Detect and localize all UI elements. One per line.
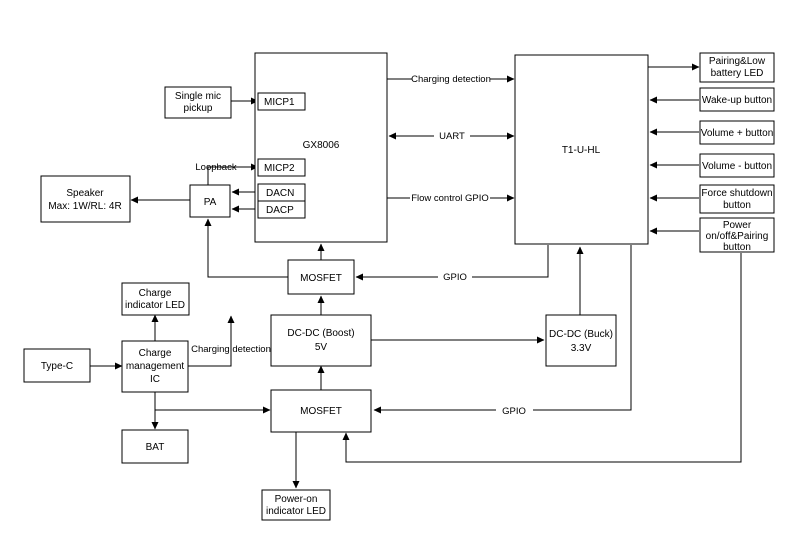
charge-led-line-2: indicator LED xyxy=(125,300,185,311)
charging-detection-left-arrow xyxy=(188,315,235,367)
vol-plus-button-block: Volume + button xyxy=(699,120,775,145)
force-shutdown-line-1: Force shutdown xyxy=(701,188,772,199)
boost-block: DC-DC (Boost) 5V xyxy=(270,314,372,367)
connection-labels: Charging detection UART Flow control GPI… xyxy=(191,74,526,417)
pairing-led-line-2: battery LED xyxy=(711,68,764,79)
pa-label: PA xyxy=(204,197,217,208)
power-button-block: Power on/off&Pairing button xyxy=(699,217,775,253)
single-mic-line-2: pickup xyxy=(184,103,213,114)
power-btn-line-3: button xyxy=(723,242,751,253)
t1-block: T1-U-HL xyxy=(514,54,649,245)
charge-ic-line-2: management xyxy=(126,361,185,372)
vol-plus-label: Volume + button xyxy=(701,128,774,139)
vol-minus-button-block: Volume - button xyxy=(699,153,775,178)
loopback-arrow xyxy=(207,163,259,185)
charge-led-line-1: Charge xyxy=(139,288,172,299)
uart-label: UART xyxy=(439,131,465,142)
single-mic-block: Single mic pickup xyxy=(164,86,232,119)
power-btn-line-1: Power xyxy=(723,220,752,231)
dacn-label: DACN xyxy=(266,188,294,199)
bat-block: BAT xyxy=(121,429,189,464)
bat-label: BAT xyxy=(146,442,165,453)
speaker-line-2: Max: 1W/RL: 4R xyxy=(48,201,121,212)
charge-ic-line-3: IC xyxy=(150,374,160,385)
charging-detection-top-label: Charging detection xyxy=(411,74,491,85)
pairing-led-block: Pairing&Low battery LED xyxy=(699,52,775,83)
vol-minus-label: Volume - button xyxy=(702,161,772,172)
gpio-bottom-label: GPIO xyxy=(502,406,526,417)
force-shutdown-button-block: Force shutdown button xyxy=(699,184,775,214)
mosfet-bottom-label: MOSFET xyxy=(300,406,342,417)
flow-control-label: Flow control GPIO xyxy=(411,193,489,204)
dacn-pin: DACN xyxy=(257,183,306,202)
loopback-label: Loopback xyxy=(195,162,236,173)
gpio-bottom-line-a xyxy=(533,245,632,411)
charge-ic-line-1: Charge xyxy=(139,348,172,359)
wakeup-button-block: Wake-up button xyxy=(699,87,775,112)
speaker-line-1: Speaker xyxy=(66,188,104,199)
pa-block: PA xyxy=(189,184,231,218)
gpio-top-line-a xyxy=(472,245,549,278)
micp2-label: MICP2 xyxy=(264,163,295,174)
typec-label: Type-C xyxy=(41,361,73,372)
mosfet-top-block: MOSFET xyxy=(287,259,355,295)
power-led-block: Power-on indicator LED xyxy=(261,489,331,521)
single-mic-line-1: Single mic xyxy=(175,91,221,102)
power-led-line-2: indicator LED xyxy=(266,506,326,517)
dacp-label: DACP xyxy=(266,205,294,216)
buck-block: DC-DC (Buck) 3.3V xyxy=(545,314,617,367)
power-led-line-1: Power-on xyxy=(275,494,318,505)
buck-line-1: DC-DC (Buck) xyxy=(549,329,613,340)
typec-block: Type-C xyxy=(23,348,91,383)
mosfet-top-label: MOSFET xyxy=(300,273,342,284)
mosfet-bottom-block: MOSFET xyxy=(270,389,372,433)
gpio-top-label: GPIO xyxy=(443,272,467,283)
connections xyxy=(90,63,742,489)
micp1-pin: MICP1 xyxy=(257,92,306,111)
charging-detection-left-label: Charging detection xyxy=(191,344,271,355)
buck-line-2: 3.3V xyxy=(571,343,592,354)
force-shutdown-line-2: button xyxy=(723,200,751,211)
power-btn-to-mosfet-arrow xyxy=(342,253,742,463)
t1-label: T1-U-HL xyxy=(562,145,601,156)
charge-led-block: Charge indicator LED xyxy=(121,282,190,316)
micp2-pin: MICP2 xyxy=(257,158,306,177)
gx8006-label: GX8006 xyxy=(303,140,340,151)
pairing-led-line-1: Pairing&Low xyxy=(709,56,766,67)
charge-ic-block: Charge management IC xyxy=(121,340,189,393)
boost-line-2: 5V xyxy=(315,342,328,353)
micp1-label: MICP1 xyxy=(264,97,295,108)
speaker-block: Speaker Max: 1W/RL: 4R xyxy=(40,175,131,223)
wakeup-label: Wake-up button xyxy=(702,95,772,106)
boost-line-1: DC-DC (Boost) xyxy=(287,328,354,339)
power-btn-line-2: on/off&Pairing xyxy=(706,231,769,242)
dacp-pin: DACP xyxy=(257,200,306,219)
mosfet-to-pa-arrow xyxy=(204,218,288,278)
